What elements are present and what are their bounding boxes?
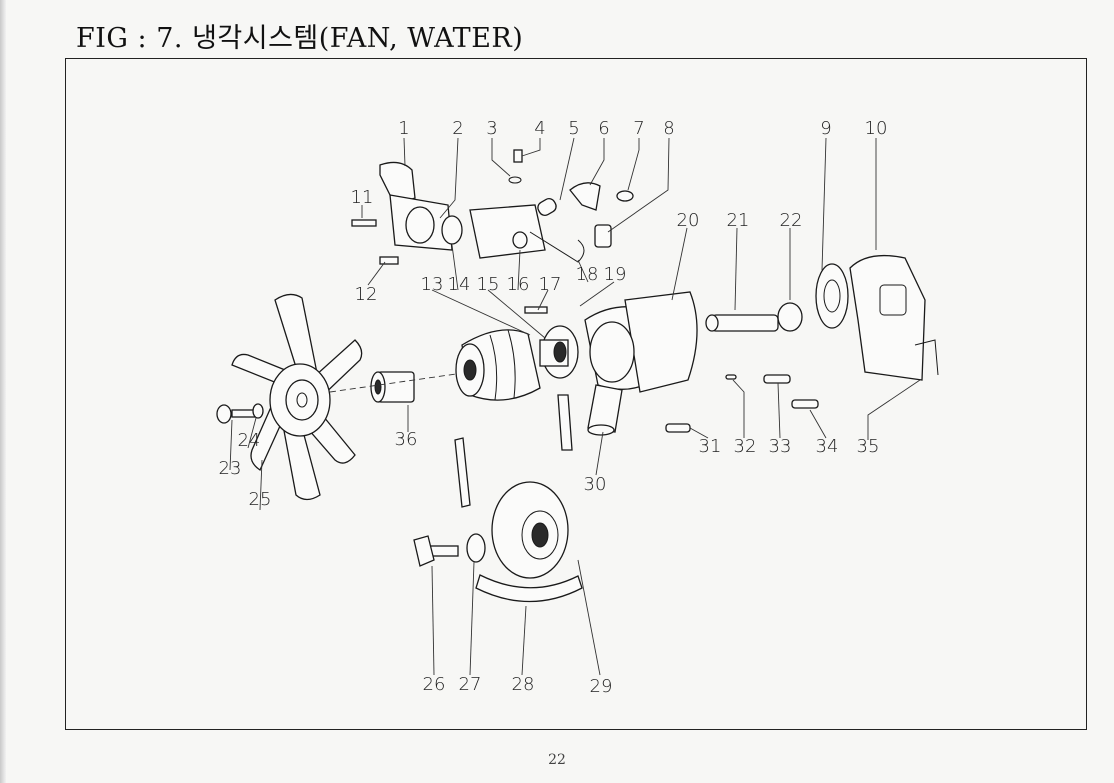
callout-4: 4 [534,118,545,139]
callout-15: 15 [477,274,500,295]
callout-12: 12 [355,284,378,305]
callout-24: 24 [238,430,261,451]
part-cover-plate [849,254,939,381]
callout-34: 34 [816,436,839,457]
part-bolt-33 [763,374,791,384]
callout-30: 30 [584,474,607,495]
callout-5: 5 [568,118,579,139]
callout-10: 10 [865,118,888,139]
callout-7: 7 [633,118,644,139]
part-bolt-34 [791,399,819,409]
part-stud-31 [665,423,691,433]
callout-31: 31 [699,436,722,457]
callout-labels: 1 2 3 4 5 6 7 8 9 10 11 12 13 14 15 16 1… [219,118,888,697]
part-pump-shaft [705,302,803,332]
callout-6: 6 [598,118,609,139]
part-bolt-11 [351,219,377,227]
callout-20: 20 [677,210,700,231]
callout-21: 21 [727,210,750,231]
callout-35: 35 [857,436,880,457]
part-plug [508,149,523,184]
figure-title: FIG : 7. 냉각시스템(FAN, WATER) [76,23,524,54]
callout-33: 33 [769,436,792,457]
callout-19: 19 [604,264,627,285]
page-edge-shadow [0,0,6,783]
callout-8: 8 [663,118,674,139]
part-pulley-bolt-26 [413,535,459,567]
callout-36: 36 [395,429,418,450]
callout-29: 29 [590,676,613,697]
callout-13: 13 [421,274,444,295]
callout-11: 11 [351,187,374,208]
callout-17: 17 [539,274,562,295]
part-elbow-outlet [379,161,453,251]
callout-28: 28 [512,674,535,695]
page-number: 22 [548,752,566,768]
part-fan-spacer [370,371,415,403]
part-fan-bolt [216,403,264,424]
parts-layer [216,149,939,603]
callout-1: 1 [398,118,409,139]
part-thermostat-housing [441,204,546,259]
callout-27: 27 [459,674,482,695]
part-impeller [815,263,849,329]
part-bolt-12 [379,256,399,265]
part-nipple [594,224,612,248]
part-bypass-tube [529,231,585,263]
part-fan [231,293,363,501]
callout-25: 25 [249,489,272,510]
callout-9: 9 [820,118,831,139]
part-pump-housing [584,291,698,436]
part-washer-27 [466,533,486,563]
part-crank-pulley [491,481,569,579]
part-hose-small [537,197,557,217]
part-flange [539,325,579,379]
callout-14: 14 [448,274,471,295]
part-pump-pulley [455,329,541,401]
callout-16: 16 [507,274,530,295]
part-bolt-17 [524,306,548,314]
part-belt-segment-b [454,437,471,508]
callout-3: 3 [486,118,497,139]
leader-lines [229,137,921,676]
part-clamp [616,190,634,202]
part-belt-segment-a [557,394,573,451]
callout-2: 2 [452,118,463,139]
callout-23: 23 [219,458,242,479]
callout-26: 26 [423,674,446,695]
callout-18: 18 [576,264,599,285]
callout-22: 22 [780,210,803,231]
diagram-frame [65,58,1087,730]
part-belt-28 [475,574,583,603]
part-hose-elbow [569,182,601,211]
part-pin-32 [725,374,737,380]
callout-32: 32 [734,436,757,457]
